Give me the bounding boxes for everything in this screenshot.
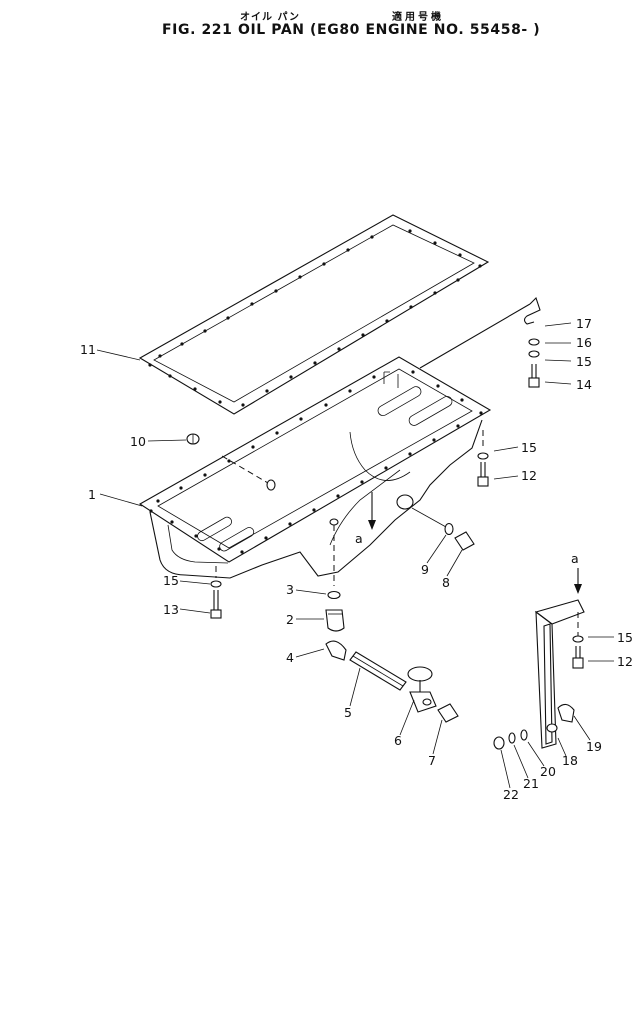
elbow-4 — [325, 640, 347, 661]
nut-22 — [493, 736, 505, 750]
callout-10: 10 — [130, 434, 146, 449]
japanese-header: オイル パン 適用号機 — [0, 8, 633, 24]
callout-12-lower: 12 — [617, 654, 633, 669]
callout-2: 2 — [286, 612, 294, 627]
assembly-lines — [215, 296, 579, 636]
callout-9: 9 — [421, 562, 429, 577]
bolt-13 — [210, 580, 222, 619]
pipe-5 — [349, 651, 407, 691]
callout-7: 7 — [428, 753, 436, 768]
callout-18: 18 — [562, 753, 578, 768]
oil-pan-part — [138, 356, 492, 579]
callout-4: 4 — [286, 650, 294, 665]
callout-20: 20 — [540, 764, 556, 779]
plug-port — [266, 479, 276, 491]
callout-6: 6 — [394, 733, 402, 748]
view-label-a-1: a — [355, 531, 363, 546]
callout-15-top: 15 — [576, 354, 592, 369]
callout-15-upper: 15 — [521, 440, 537, 455]
callout-3: 3 — [286, 582, 294, 597]
callout-16: 16 — [576, 335, 592, 350]
plug-8 — [454, 531, 475, 551]
plug-10 — [186, 433, 200, 445]
elbow-2 — [325, 609, 345, 632]
elbow-19 — [557, 703, 575, 723]
callout-leaders — [96, 322, 614, 789]
drain-port — [329, 518, 339, 526]
jp-applicable-label: 適用号機 — [392, 12, 444, 23]
callout-15-left: 15 — [163, 573, 179, 588]
gasket-part — [138, 214, 490, 415]
boss-fitting — [396, 494, 414, 510]
callout-1: 1 — [88, 487, 96, 502]
bolt-14 — [528, 338, 540, 388]
callout-14: 14 — [576, 377, 592, 392]
callout-11: 11 — [80, 342, 96, 357]
callout-22: 22 — [503, 787, 519, 802]
callout-21: 21 — [523, 776, 539, 791]
ring-3 — [327, 590, 341, 600]
callout-5: 5 — [344, 705, 352, 720]
view-label-a-2: a — [571, 551, 579, 566]
washer-9 — [444, 522, 454, 536]
callout-8: 8 — [442, 575, 450, 590]
callout-17: 17 — [576, 316, 592, 331]
washer-21 — [508, 732, 516, 744]
callout-15-right: 15 — [617, 630, 633, 645]
washer-20 — [520, 729, 528, 741]
view-arrow-a-right — [574, 568, 582, 594]
valve-6 — [407, 666, 437, 713]
bolt-12-upper — [477, 452, 489, 487]
plug-7 — [437, 703, 459, 723]
callout-13: 13 — [163, 602, 179, 617]
jp-part-name: オイル パン — [240, 12, 300, 23]
callout-12-upper: 12 — [521, 468, 537, 483]
figure-title: FIG. 221 OIL PAN (EG80 ENGINE NO. 55458-… — [162, 22, 541, 38]
callout-19: 19 — [586, 739, 602, 754]
bolt-12-lower — [572, 635, 584, 669]
view-arrow-a-left — [368, 492, 376, 530]
bracket-18 — [534, 599, 585, 749]
